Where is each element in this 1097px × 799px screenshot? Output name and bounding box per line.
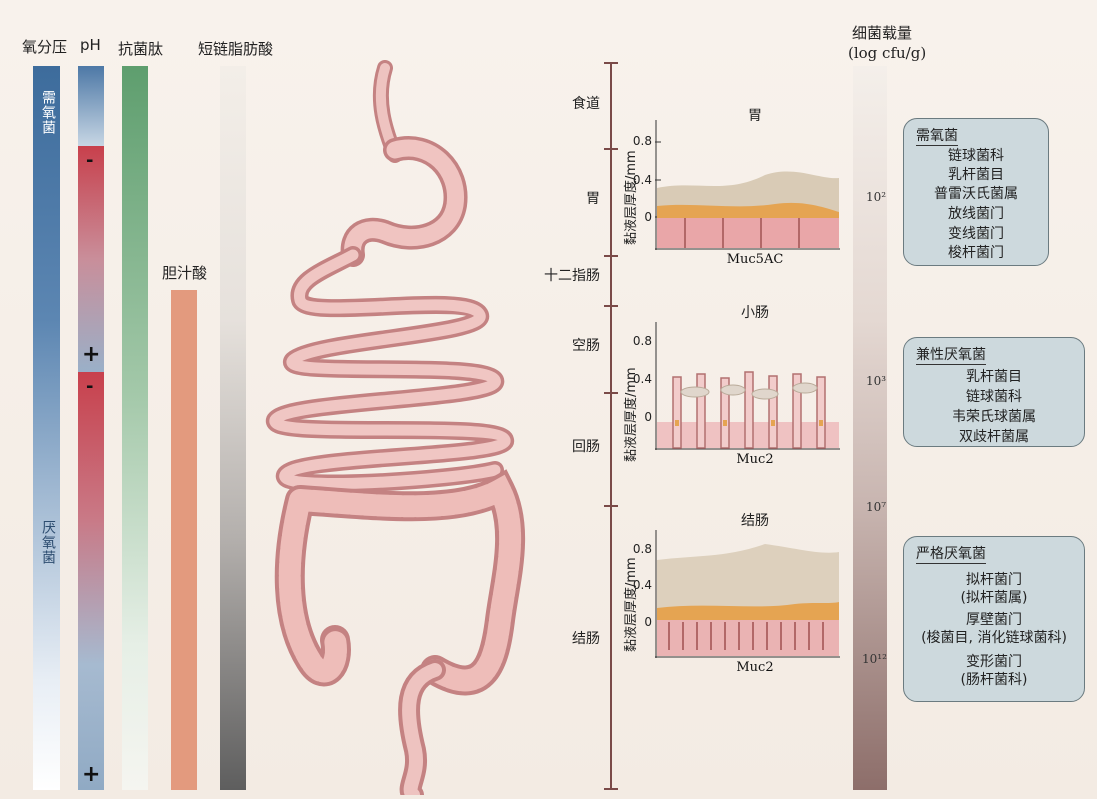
small-intestine-loops xyxy=(275,255,505,484)
scfa-bar xyxy=(220,66,246,790)
group-facultative-title: 兼性厌氧菌 xyxy=(916,344,986,365)
load-value-4: 10¹² xyxy=(862,652,887,666)
segment-esophagus: 食道 xyxy=(540,93,600,113)
group-strict-title: 严格厌氧菌 xyxy=(916,543,986,564)
bile-header: 胆汁酸 xyxy=(162,262,207,283)
load-unit: (log cfu/g) xyxy=(848,44,926,62)
panel-small-intestine-tick-08: 0.8 xyxy=(622,334,652,348)
group-aerobes-item: 梭杆菌门 xyxy=(904,242,1048,262)
ph-bar-stomach-smallintestine xyxy=(78,146,104,372)
segment-axis xyxy=(610,62,612,790)
panel-stomach-plot xyxy=(655,120,840,250)
ph-bar-esophagus xyxy=(78,66,104,146)
panel-colon-tick-04: 0.4 xyxy=(622,578,652,592)
antimicrobial-bar xyxy=(122,66,148,790)
group-box-strict-anaerobes: 严格厌氧菌 拟杆菌门 (拟杆菌属) 厚壁菌门 (梭菌目, 消化链球菌科) 变形菌… xyxy=(903,536,1085,702)
group-aerobes-title: 需氧菌 xyxy=(916,125,958,146)
ph-minus-2: - xyxy=(86,376,93,397)
panel-colon-mucin: Muc2 xyxy=(700,660,810,675)
panel-small-intestine-tick-04: 0.4 xyxy=(622,372,652,386)
group-facultative-item: 链球菌科 xyxy=(904,386,1084,406)
antimicrobial-header: 抗菌肽 xyxy=(118,38,163,59)
segment-stomach: 胃 xyxy=(540,188,600,208)
load-title: 细菌载量 xyxy=(852,22,912,43)
group-facultative-item: 韦荣氏球菌属 xyxy=(904,406,1084,426)
group-strict-item: 变形菌门 xyxy=(904,651,1084,671)
panel-small-intestine-plot xyxy=(655,322,840,450)
aerobe-label: 需氧菌 xyxy=(38,90,58,135)
panel-small-intestine-tick-0: 0 xyxy=(622,410,652,424)
panel-stomach-mucin: Muc5AC xyxy=(700,252,810,267)
group-strict-item: (梭菌目, 消化链球菌科) xyxy=(904,627,1084,647)
segment-colon: 结肠 xyxy=(540,628,600,648)
panel-stomach-ylabel: 黏液层厚度/mm xyxy=(620,150,639,245)
segment-ileum: 回肠 xyxy=(540,436,600,456)
panel-stomach-tick-08: 0.8 xyxy=(622,134,652,148)
ph-bar-colon xyxy=(78,372,104,790)
panel-colon-tick-08: 0.8 xyxy=(622,542,652,556)
load-value-2: 10³ xyxy=(866,374,886,388)
scfa-header: 短链脂肪酸 xyxy=(198,38,273,59)
group-strict-item: 厚壁菌门 xyxy=(904,609,1084,629)
load-value-3: 10⁷ xyxy=(866,500,886,514)
anaerobe-label: 厌氧菌 xyxy=(38,520,58,565)
group-box-aerobes: 需氧菌 链球菌科 乳杆菌目 普雷沃氏菌属 放线菌门 变线菌门 梭杆菌门 xyxy=(903,118,1049,266)
ph-plus-2: + xyxy=(82,762,100,787)
panel-stomach-tick-04: 0.4 xyxy=(622,173,652,187)
ph-minus-1: - xyxy=(86,150,93,171)
panel-colon-ylabel: 黏液层厚度/mm xyxy=(620,557,639,652)
segment-jejunum: 空肠 xyxy=(540,335,600,355)
group-box-facultative: 兼性厌氧菌 乳杆菌目 链球菌科 韦荣氏球菌属 双歧杆菌属 xyxy=(903,337,1085,447)
oxygen-gradient-bar xyxy=(33,66,60,790)
axis-tick xyxy=(604,255,618,257)
ph-header: pH xyxy=(80,36,101,54)
panel-small-intestine-title: 小肠 xyxy=(700,302,810,322)
oxygen-header: 氧分压 xyxy=(22,36,67,57)
panel-colon-tick-0: 0 xyxy=(622,615,652,629)
axis-tick xyxy=(604,62,618,64)
panel-stomach-tick-0: 0 xyxy=(622,210,652,224)
group-aerobes-item: 乳杆菌目 xyxy=(904,164,1048,184)
ph-plus-1: + xyxy=(82,342,100,367)
group-facultative-item: 乳杆菌目 xyxy=(904,366,1084,386)
panel-colon-title: 结肠 xyxy=(700,510,810,530)
bacterial-load-bar xyxy=(853,66,887,790)
group-aerobes-item: 变线菌门 xyxy=(904,223,1048,243)
axis-tick xyxy=(604,305,618,307)
group-aerobes-item: 放线菌门 xyxy=(904,203,1048,223)
group-aerobes-item: 链球菌科 xyxy=(904,145,1048,165)
axis-tick xyxy=(604,392,618,394)
group-strict-item: (肠杆菌科) xyxy=(904,669,1084,689)
segment-duodenum: 十二指肠 xyxy=(530,265,600,285)
group-aerobes-item: 普雷沃氏菌属 xyxy=(904,183,1048,203)
bile-bar xyxy=(171,290,197,790)
gut-illustration xyxy=(255,60,545,795)
axis-tick xyxy=(604,505,618,507)
group-facultative-item: 双歧杆菌属 xyxy=(904,426,1084,446)
panel-small-intestine-mucin: Muc2 xyxy=(700,452,810,467)
group-strict-item: (拟杆菌属) xyxy=(904,587,1084,607)
axis-tick xyxy=(604,788,618,790)
load-value-1: 10² xyxy=(866,190,886,204)
colon-shape xyxy=(290,490,510,795)
axis-tick xyxy=(604,148,618,150)
group-strict-item: 拟杆菌门 xyxy=(904,569,1084,589)
panel-colon-plot xyxy=(655,530,840,658)
